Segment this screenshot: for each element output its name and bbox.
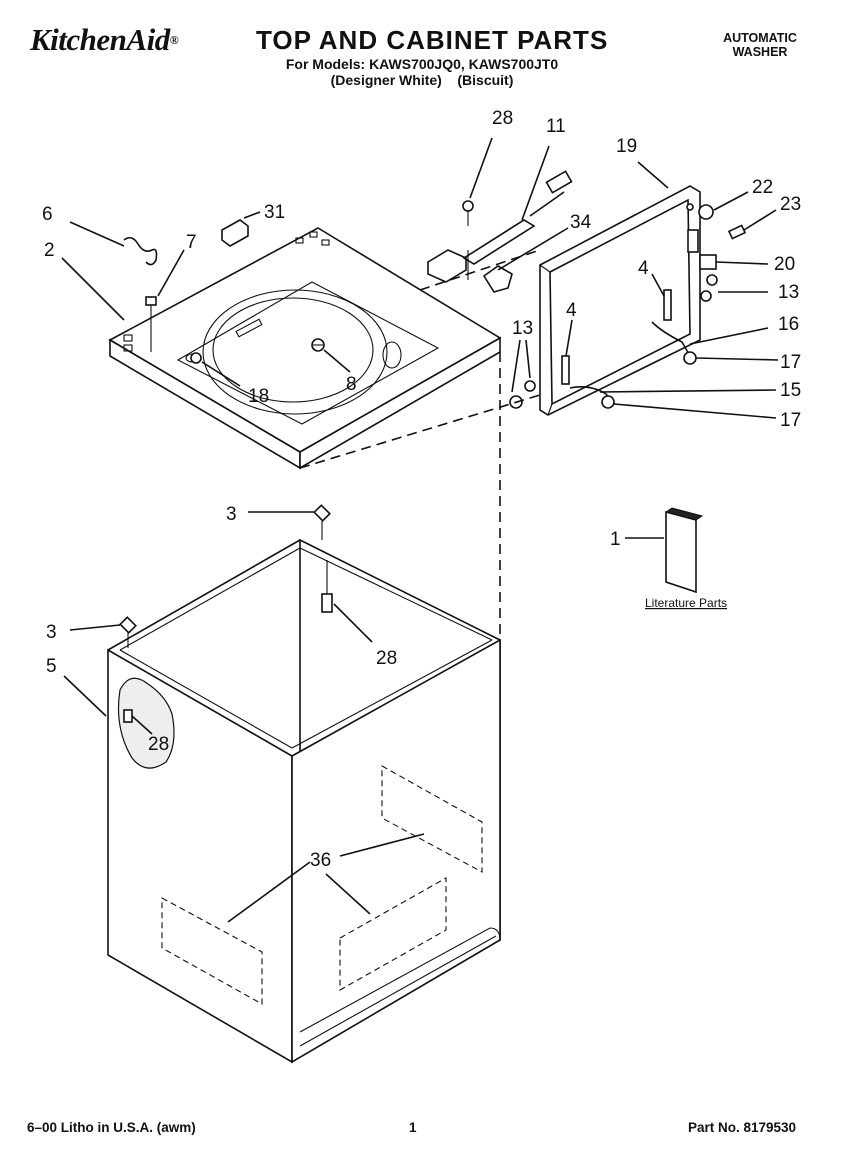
callout-11: 11 bbox=[546, 116, 566, 137]
callout-15: 15 bbox=[780, 380, 801, 401]
washer-part-22 bbox=[698, 204, 714, 220]
callout-28-access: 28 bbox=[148, 734, 169, 755]
literature-parts-label: Literature Parts bbox=[645, 596, 727, 610]
footer-print-info: 6–00 Litho in U.S.A. (awm) bbox=[27, 1120, 196, 1135]
screw-part-23 bbox=[727, 224, 747, 240]
callout-23: 23 bbox=[780, 194, 801, 215]
bracket-part-31 bbox=[221, 219, 249, 247]
callout-5: 5 bbox=[46, 656, 57, 677]
cabinet-part-5 bbox=[107, 538, 501, 1064]
spring-clip-part-6 bbox=[123, 236, 158, 266]
callout-8: 8 bbox=[346, 374, 357, 395]
callout-22: 22 bbox=[752, 177, 773, 198]
appliance-type: AUTOMATIC WASHER bbox=[700, 31, 820, 59]
appliance-type-line2: WASHER bbox=[732, 45, 788, 59]
callout-13-right: 13 bbox=[778, 282, 799, 303]
callout-3-lower: 3 bbox=[46, 622, 57, 643]
bracket-part-4-left bbox=[561, 355, 570, 385]
lid-switch-harness-part-11 bbox=[427, 170, 573, 283]
callout-1: 1 bbox=[610, 529, 621, 550]
callout-19: 19 bbox=[616, 136, 637, 157]
model-colors: (Designer White) (Biscuit) bbox=[330, 72, 514, 88]
callout-17-lower: 17 bbox=[780, 410, 801, 431]
leader-lines bbox=[61, 137, 779, 923]
callout-numbers: 28 11 19 22 23 6 31 7 34 2 20 4 13 16 13… bbox=[42, 108, 801, 871]
callout-17-upper: 17 bbox=[780, 352, 801, 373]
callout-16: 16 bbox=[778, 314, 799, 335]
washer-top-panel bbox=[108, 227, 502, 470]
hose-part-15 bbox=[569, 386, 615, 409]
clip-part-20 bbox=[699, 254, 717, 270]
callout-4-right: 4 bbox=[638, 258, 649, 279]
callout-6: 6 bbox=[42, 204, 53, 225]
clip-part-3-upper bbox=[313, 504, 331, 540]
page-title: TOP AND CABINET PARTS bbox=[256, 25, 609, 55]
screw-part-28-cabinet bbox=[321, 560, 333, 613]
screw-part-8 bbox=[311, 338, 325, 352]
screws-part-13-left bbox=[509, 380, 536, 409]
callout-13-left: 13 bbox=[512, 318, 533, 339]
model-numbers: For Models: KAWS700JQ0, KAWS700JT0 bbox=[285, 56, 559, 72]
callout-2: 2 bbox=[44, 240, 55, 261]
brand-registered-mark: ® bbox=[169, 33, 179, 47]
brand-name: KitchenAid bbox=[30, 22, 170, 57]
bracket-part-4-right bbox=[663, 289, 672, 321]
callout-18: 18 bbox=[248, 386, 269, 407]
callout-4-left: 4 bbox=[566, 300, 577, 321]
rear-frame-part-19 bbox=[539, 185, 701, 416]
callout-3-upper: 3 bbox=[226, 504, 237, 525]
callout-28-cabinet: 28 bbox=[376, 648, 397, 669]
callout-20: 20 bbox=[774, 254, 795, 275]
callout-31: 31 bbox=[264, 202, 285, 223]
screws-part-13-right bbox=[700, 274, 718, 302]
model-info: For Models: KAWS700JQ0, KAWS700JT0 (Desi… bbox=[262, 56, 582, 88]
latch-part-7 bbox=[145, 296, 157, 352]
callout-34: 34 bbox=[570, 212, 592, 233]
footer-page-number: 1 bbox=[409, 1120, 417, 1135]
bumper-part-18 bbox=[190, 352, 202, 364]
lid-switch-actuator-part-34 bbox=[482, 265, 513, 293]
appliance-type-line1: AUTOMATIC bbox=[723, 31, 797, 45]
callout-28-top: 28 bbox=[492, 108, 513, 129]
callout-36: 36 bbox=[310, 850, 331, 871]
clip-part-3-lower bbox=[119, 616, 137, 648]
literature-packet-part-1 bbox=[664, 507, 704, 594]
brand-logo: KitchenAid® bbox=[30, 22, 179, 57]
footer-part-number: Part No. 8179530 bbox=[688, 1120, 797, 1135]
callout-7: 7 bbox=[186, 232, 197, 253]
